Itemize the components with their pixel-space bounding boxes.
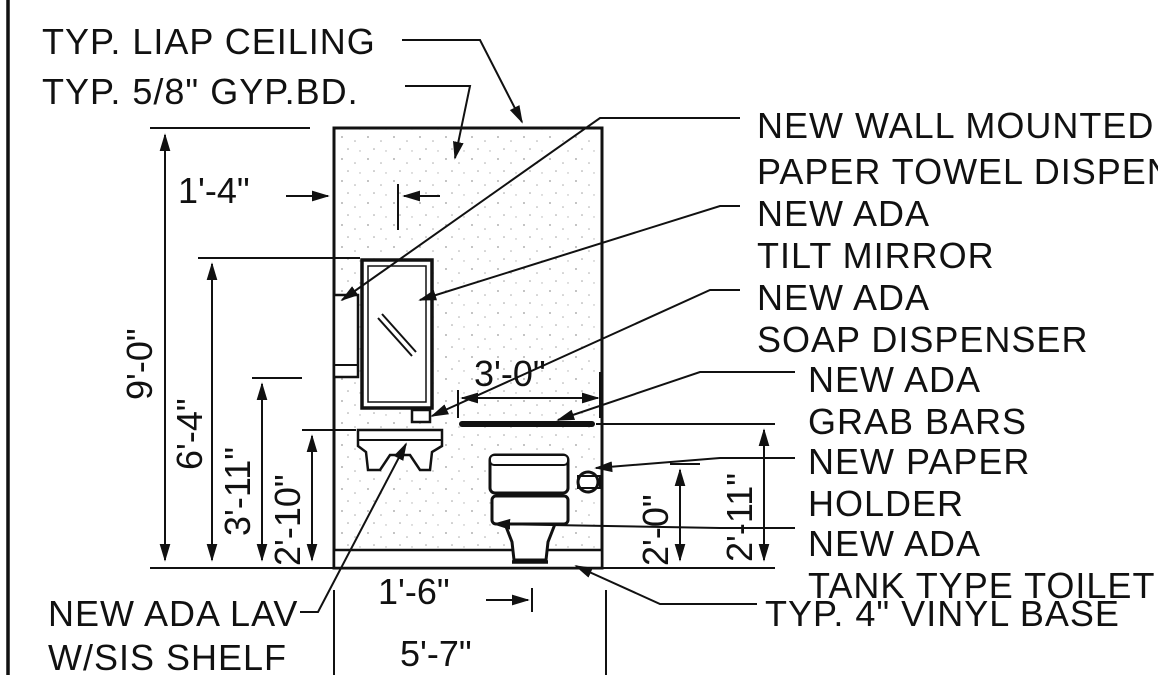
dim-mirror-offset: 1'-4" (178, 170, 250, 211)
vinyl-base (332, 548, 604, 570)
dim-paper-holder-height: 2'-0" (635, 494, 676, 566)
dim-total-height: 9'-0" (119, 328, 160, 400)
mirror-glare-2 (381, 313, 417, 353)
dim-grab-bar-height: 2'-11" (719, 473, 760, 562)
dim-mirror-top: 6'-4" (169, 398, 210, 470)
dim-grab-bar-length: 3'-0" (474, 353, 546, 394)
toilet-seat (490, 494, 570, 526)
label-toilet-1: NEW ADA (808, 523, 981, 564)
label-vinyl: TYP. 4" VINYL BASE (765, 593, 1120, 634)
leader-ceiling (402, 39, 523, 124)
mirror-glare (377, 317, 413, 357)
leader-toilet (492, 518, 795, 530)
label-towel-2: PAPER TOWEL DISPEN (757, 151, 1158, 192)
paper-holder-roll (577, 475, 601, 489)
label-grab-1: NEW ADA (808, 359, 981, 400)
label-ceiling: TYP. LIAP CEILING (42, 21, 376, 62)
toilet-tank-lid (489, 454, 569, 466)
leader-paper (594, 457, 795, 473)
dim-mirror-bottom: 3'-11" (217, 447, 258, 536)
label-mirror-2: TILT MIRROR (757, 235, 995, 276)
toilet-base (502, 522, 558, 562)
label-lav-1: NEW ADA LAV (48, 593, 298, 634)
leader-soap (430, 289, 740, 417)
leader-grab (556, 371, 795, 421)
leader-lav (300, 442, 407, 613)
label-paper-1: NEW PAPER (808, 441, 1030, 482)
tilt-mirror (360, 258, 434, 410)
dim-wall-width: 5'-7" (400, 633, 472, 674)
label-soap-2: SOAP DISPENSER (757, 319, 1088, 360)
leader-towel (340, 117, 740, 302)
paper-towel-dispenser (332, 293, 360, 379)
label-soap-1: NEW ADA (757, 277, 930, 318)
label-gyp: TYP. 5/8" GYP.BD. (42, 71, 359, 112)
tilt-mirror-inner (367, 265, 427, 403)
label-toilet-2: TANK TYPE TOILET (808, 565, 1155, 606)
dim-lav-height: 2'-10" (267, 474, 308, 566)
soap-dispenser (410, 408, 432, 424)
label-lav-2: W/SIS SHELF (48, 637, 287, 675)
leader-gyp (405, 85, 472, 160)
label-grab-2: GRAB BARS (808, 401, 1027, 442)
label-paper-2: HOLDER (808, 483, 964, 524)
label-mirror-1: NEW ADA (757, 193, 930, 234)
label-towel-1: NEW WALL MOUNTED (757, 105, 1154, 146)
leader-mirror (418, 205, 740, 301)
dim-toilet-offset: 1'-6" (378, 571, 450, 612)
leader-vinyl (574, 565, 757, 605)
